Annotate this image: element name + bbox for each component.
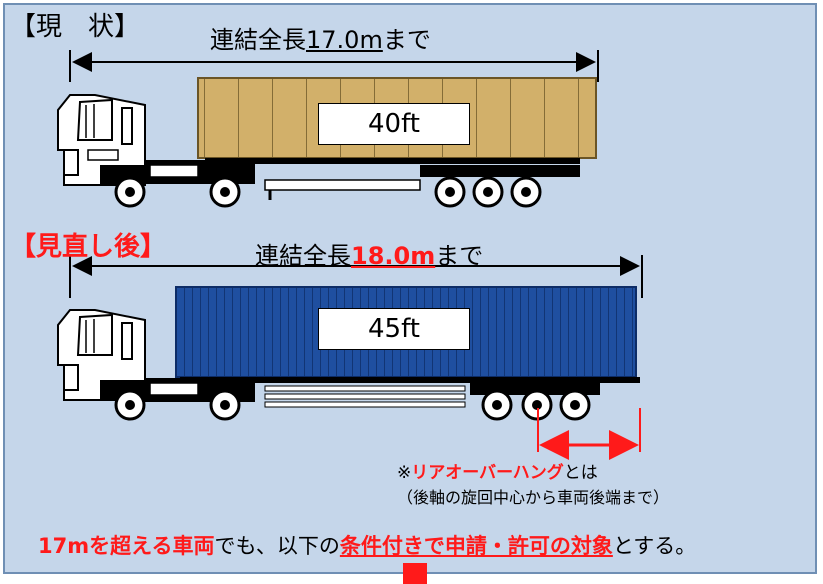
- after-length-caption: 連結全長18.0mまで: [255, 236, 483, 271]
- rear-overhang-indicator: [537, 408, 641, 460]
- note-term: リアオーバーハング: [411, 463, 564, 483]
- bottom-part1: 17mを超える車両: [38, 534, 215, 558]
- bottom-statement: 17mを超える車両でも、以下の条件付きで申請・許可の対象とする。: [38, 530, 696, 560]
- after-length-value: 18.0m: [351, 242, 436, 270]
- bottom-part3: 条件付きで申請・許可の対象: [339, 534, 613, 558]
- note-suffix: とは: [563, 463, 598, 483]
- container-label-40ft: 40ft: [318, 103, 470, 145]
- current-length-suffix: まで: [382, 26, 431, 54]
- after-truck: [57, 286, 640, 421]
- bottom-part2: でも、以下の: [214, 534, 340, 558]
- after-section-label: 【見直し後】: [10, 232, 167, 262]
- rear-overhang-definition: （後軸の旋回中心から車両後端まで）: [397, 488, 670, 507]
- after-length-prefix: 連結全長: [255, 242, 351, 270]
- bottom-part4: とする。: [612, 534, 697, 558]
- red-marker: [403, 563, 427, 584]
- current-section-label: 【現 状】: [10, 12, 141, 42]
- rear-overhang-note: ※リアオーバーハングとは: [397, 458, 598, 483]
- current-dimension-line: [69, 50, 599, 82]
- after-length-suffix: まで: [435, 242, 484, 270]
- container-label-45ft: 45ft: [318, 308, 470, 350]
- current-length-caption: 連結全長17.0mまで: [210, 20, 431, 55]
- current-length-prefix: 連結全長: [210, 26, 306, 54]
- current-length-value: 17.0m: [306, 26, 383, 54]
- after-dimension-line: [69, 255, 643, 298]
- note-prefix: ※: [397, 463, 412, 483]
